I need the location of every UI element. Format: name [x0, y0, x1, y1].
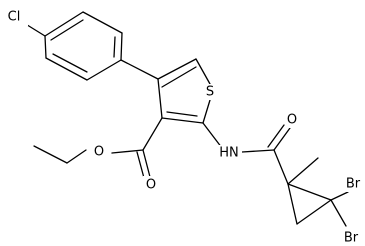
chlorophenyl-ring: [23, 11, 159, 81]
ring-bond: [202, 99, 211, 124]
cyclopropane-bond: [287, 183, 298, 225]
atom-label-br2: Br: [344, 231, 359, 246]
bond-c=o: [142, 149, 151, 178]
atom-label-o-ester: O: [94, 145, 104, 160]
ring-bond: [82, 11, 123, 34]
ring-bond-inner: [166, 111, 198, 117]
ring-bond: [161, 117, 204, 124]
bond-c=o-amide-inner: [267, 124, 285, 148]
atom-label-br1: Br: [346, 177, 361, 192]
ring-bond: [44, 11, 84, 37]
bond-n-c: [241, 149, 275, 153]
bond-c-cyclopropane: [273, 149, 289, 185]
ring-bond-inner: [52, 53, 88, 73]
atom-label-cl: Cl: [8, 10, 21, 25]
bond-c=o-amide: [273, 127, 291, 151]
bond-c-carbonyl: [142, 117, 163, 151]
cyclopropane-bond: [287, 183, 332, 201]
ring-bond: [195, 58, 211, 85]
bond-c-br1: [330, 191, 349, 201]
ethyl-ester-group: [33, 117, 163, 179]
atom-label-nh: HN: [219, 146, 239, 161]
bond-methyl: [287, 157, 319, 185]
ring-bond: [157, 78, 163, 119]
atom-label-s: S: [206, 85, 214, 100]
atom-label-o-amide: O: [287, 113, 297, 128]
ring-bond: [86, 59, 122, 81]
ring-bond: [45, 57, 88, 81]
atom-label-o-carbonyl: O: [146, 178, 156, 193]
amide-cyclopropane-group: [202, 122, 349, 227]
ring-bond: [120, 32, 123, 61]
bond-c=o-inner: [136, 151, 145, 179]
bond-aryl-thiophene: [120, 59, 159, 80]
bond-o-ch2: [66, 149, 87, 164]
bond-c-n: [202, 122, 223, 149]
cyclopropane-bond: [296, 199, 332, 225]
thiophene-ring: [157, 58, 211, 124]
ring-bond-inner: [161, 66, 197, 88]
ring-bond-inner: [50, 19, 84, 41]
ring-bond: [157, 58, 197, 80]
bond-ch2-ch3: [33, 145, 68, 164]
atom-labels: Cl S HN O O O Br Br: [2, 8, 364, 246]
bond-c-o: [111, 149, 144, 154]
bond-c-br2: [330, 199, 347, 227]
ring-bond: [44, 35, 47, 59]
ring-bond-inner: [113, 36, 116, 58]
